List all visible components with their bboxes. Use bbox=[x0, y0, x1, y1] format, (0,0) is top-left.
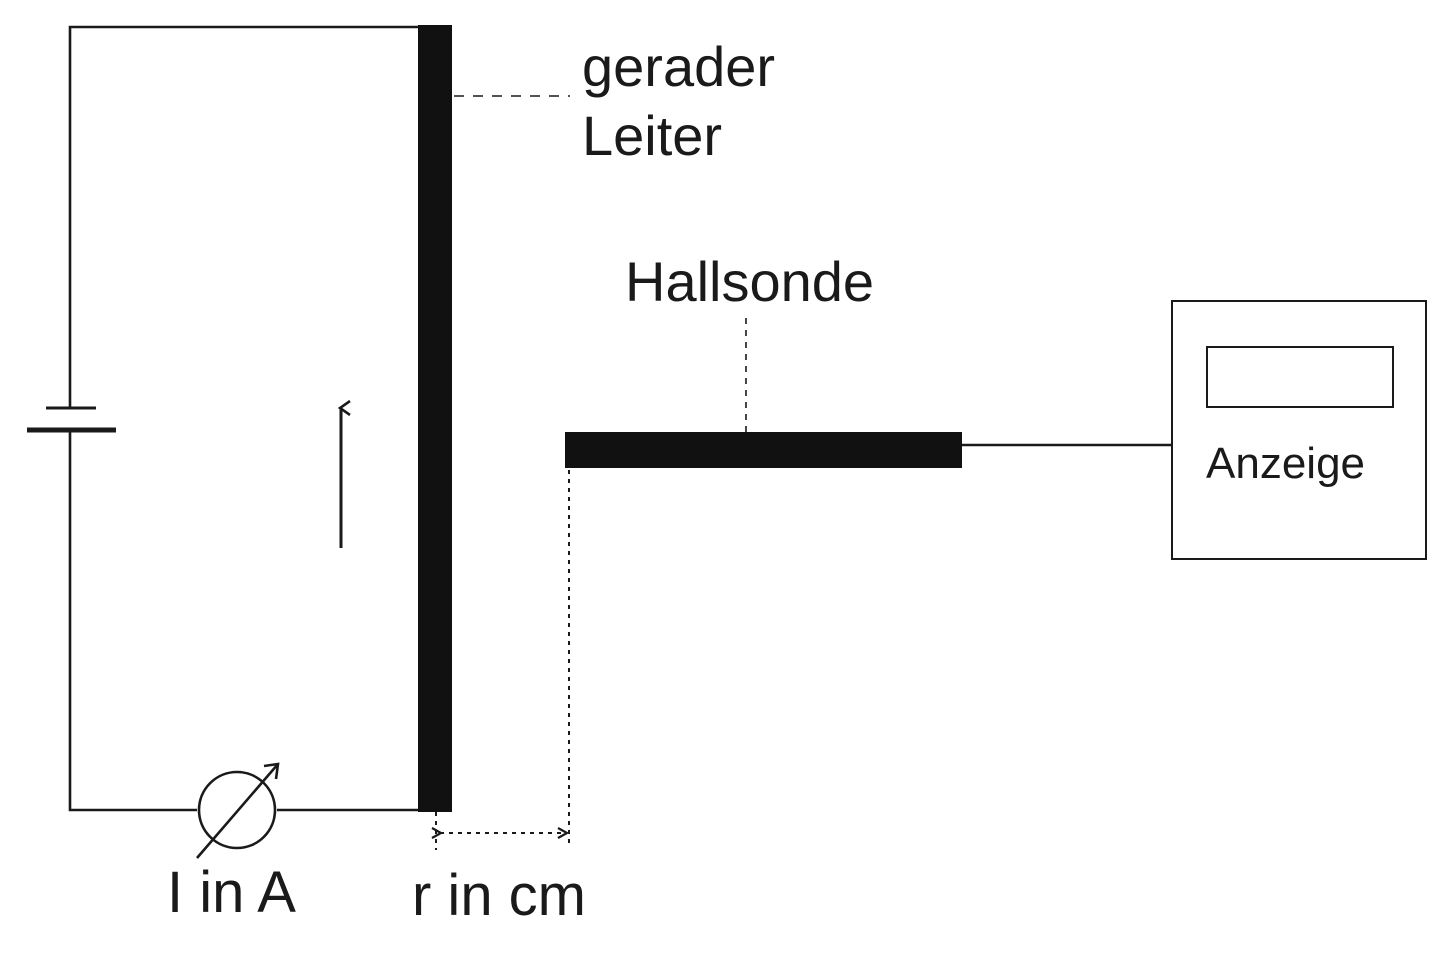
ammeter-symbol bbox=[196, 762, 280, 859]
ammeter-circle bbox=[197, 770, 277, 850]
battery-symbol bbox=[27, 406, 116, 433]
display-screen bbox=[1206, 346, 1394, 408]
circuit-wires bbox=[68, 25, 420, 812]
distance-label: r in cm bbox=[412, 863, 586, 928]
hall-probe bbox=[565, 432, 962, 468]
display-label: Anzeige bbox=[1206, 439, 1365, 488]
straight-conductor bbox=[418, 25, 452, 812]
conductor-label-line1: gerader bbox=[582, 35, 775, 98]
ammeter-arrow-head bbox=[263, 762, 280, 780]
display-unit bbox=[1171, 300, 1427, 560]
conductor-label-line2: Leiter bbox=[582, 104, 722, 167]
wire-left-top bbox=[68, 25, 420, 408]
probe-label: Hallsonde bbox=[625, 250, 874, 313]
wire-left-bottom bbox=[68, 430, 197, 812]
current-label: I in A bbox=[167, 860, 296, 925]
ammeter-diagonal-arrow bbox=[196, 763, 279, 859]
